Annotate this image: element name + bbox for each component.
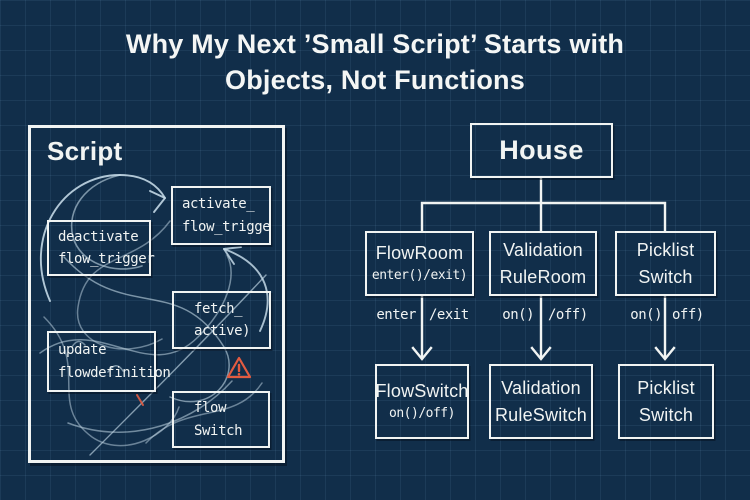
- class-name: Picklist: [636, 240, 695, 261]
- edge-label-exit: /exit: [429, 307, 469, 323]
- class-box-house: House: [470, 123, 613, 178]
- class-box-validationruleswitch: Validation RuleSwitch: [489, 364, 593, 439]
- class-signature: enter()/exit): [371, 268, 468, 284]
- slide-title: Why My Next ’Small Script’ Starts with O…: [0, 27, 750, 99]
- class-signature: on()/off): [389, 406, 455, 422]
- class-box-picklistswitch: Picklist Switch: [615, 231, 716, 296]
- function-name-line: activate_: [182, 196, 255, 213]
- class-name: Validation: [503, 240, 583, 261]
- class-name: FlowSwitch: [375, 381, 469, 402]
- function-name-line: deactivate: [58, 228, 139, 245]
- function-box-activate-flow-trigge: activate_ flow_trigge: [171, 186, 271, 245]
- function-name-line: flow_trigger: [58, 251, 155, 267]
- function-name-line: flow: [194, 400, 227, 417]
- function-name-line: fetch_: [194, 300, 243, 317]
- class-name: RuleRoom: [499, 266, 587, 287]
- function-box-deactivate-flow-trigger: deactivate flow_trigger: [47, 220, 155, 276]
- warning-triangle-icon: [226, 356, 252, 379]
- script-panel-label: Script: [47, 136, 123, 166]
- edge-label-off-picklist: off): [672, 307, 704, 323]
- class-box-flowswitch: FlowSwitch on()/off): [375, 364, 469, 439]
- edge-label-on-validation: on(): [502, 307, 534, 323]
- arrowhead-picklist-edge: [654, 346, 676, 361]
- class-name: House: [499, 135, 584, 165]
- class-name: Switch: [638, 404, 694, 425]
- function-name-line: update: [58, 342, 107, 359]
- class-box-picklistswitch-leaf: Picklist Switch: [618, 364, 714, 439]
- arrowhead-validation-edge: [530, 346, 552, 361]
- function-box-fetch-active: fetch_ active): [172, 291, 271, 349]
- class-name: Validation: [501, 378, 581, 399]
- class-name: FlowRoom: [375, 243, 464, 264]
- function-box-update-flowdefinition: update flowdefinition: [47, 331, 171, 392]
- script-panel: Script deactivate flow_trigger activate_…: [28, 125, 285, 463]
- slide-title-line1: Why My Next ’Small Script’ Starts with: [125, 29, 625, 59]
- function-name-line: Switch: [194, 422, 243, 439]
- edge-label-enter: enter: [376, 307, 416, 323]
- slide-title-line2: Objects, Not Functions: [225, 64, 525, 95]
- class-name: Switch: [638, 266, 693, 287]
- arrowhead-flowroom-edge: [411, 346, 433, 361]
- edge-label-on-picklist: on(): [630, 307, 662, 323]
- function-name-line: active): [194, 323, 251, 339]
- function-name-line: flowdefinition: [58, 364, 171, 381]
- edge-label-off-validation: /off): [548, 307, 588, 323]
- class-name: RuleSwitch: [494, 404, 588, 425]
- function-box-flow-switch: flow Switch: [172, 391, 270, 448]
- function-name-line: flow_trigge: [182, 218, 271, 235]
- class-box-validationruleroom: Validation RuleRoom: [489, 231, 597, 296]
- class-box-flowroom: FlowRoom enter()/exit): [365, 231, 474, 296]
- class-name: Picklist: [637, 378, 695, 399]
